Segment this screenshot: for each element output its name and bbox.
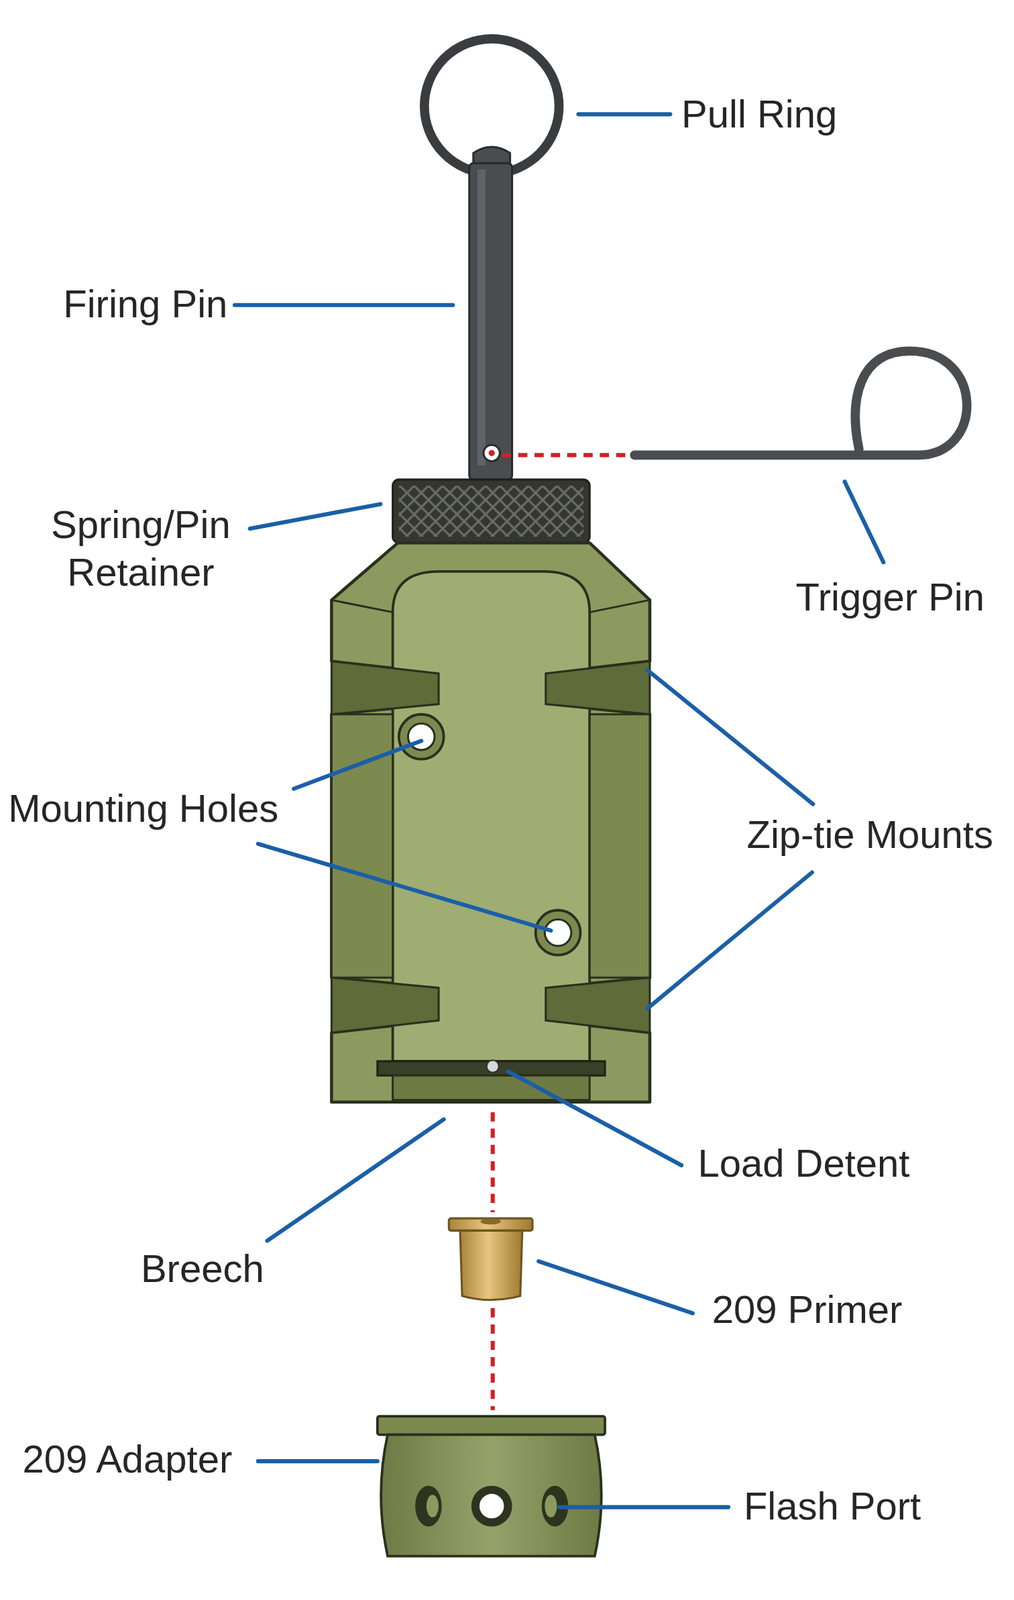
- leader-line: [844, 481, 884, 562]
- flash-port-bore: [479, 1493, 505, 1519]
- mounting-hole: [535, 910, 581, 955]
- flash-port: [415, 1485, 442, 1527]
- part-label: 209 Adapter: [22, 1435, 233, 1483]
- mounting-hole: [399, 714, 444, 760]
- leader-line: [234, 303, 454, 308]
- adapter-rim: [377, 1415, 605, 1434]
- part-label: Pull Ring: [681, 90, 837, 139]
- leader-line: [578, 111, 670, 117]
- part-label: Flash Port: [743, 1482, 921, 1530]
- zip-groove: [331, 661, 439, 715]
- leader-line: [508, 1071, 683, 1165]
- zip-groove: [545, 661, 650, 715]
- leader-line: [258, 1458, 378, 1463]
- flash-port-bore: [544, 1494, 557, 1517]
- pin-hole-dot: [488, 449, 495, 457]
- flash-port-bore: [426, 1494, 439, 1517]
- part-label: 209 Primer: [712, 1284, 903, 1333]
- adapter-body: [380, 1434, 602, 1556]
- load-detent: [486, 1059, 499, 1072]
- pull-ring: [424, 38, 560, 174]
- leader-line: [559, 1504, 729, 1509]
- pin-hole: [483, 444, 500, 461]
- leader-line: [250, 503, 381, 529]
- primer-rim: [448, 1217, 533, 1230]
- part-label: Load Detent: [697, 1139, 910, 1188]
- flash-port: [471, 1485, 513, 1527]
- zip-groove: [331, 977, 439, 1033]
- alignment-dash: [501, 452, 633, 457]
- primer-cup: [460, 1229, 523, 1300]
- alignment-dash: [490, 1111, 495, 1212]
- firing-pin-shine: [477, 169, 486, 465]
- alignment-dash: [490, 1307, 495, 1410]
- side-panel: [589, 714, 650, 978]
- part-label: Mounting Holes: [8, 783, 279, 832]
- mounting-hole-bore: [544, 918, 572, 946]
- firing-pin: [469, 162, 513, 480]
- zip-groove: [545, 977, 650, 1033]
- device-body: [331, 542, 650, 1102]
- part-label: Zip-tie Mounts: [746, 810, 993, 859]
- leader-line: [293, 740, 422, 788]
- trigger-pin: [634, 350, 968, 455]
- leader-line: [538, 1260, 693, 1314]
- part-label: Firing Pin: [63, 280, 228, 328]
- primer-dimple: [480, 1217, 501, 1224]
- part-label: Trigger Pin: [795, 572, 985, 621]
- part-label: Breech: [140, 1244, 265, 1292]
- breech: [392, 1075, 591, 1100]
- body-edges: [331, 599, 650, 612]
- leader-line: [258, 843, 552, 931]
- leader-line: [267, 1119, 444, 1241]
- part-label: Spring/Pin Retainer: [38, 501, 243, 597]
- leader-line: [647, 669, 813, 804]
- knurling: [399, 485, 584, 537]
- retainer-cap: [392, 479, 591, 543]
- firing-pin-cap: [473, 146, 511, 163]
- leader-line: [647, 871, 813, 1008]
